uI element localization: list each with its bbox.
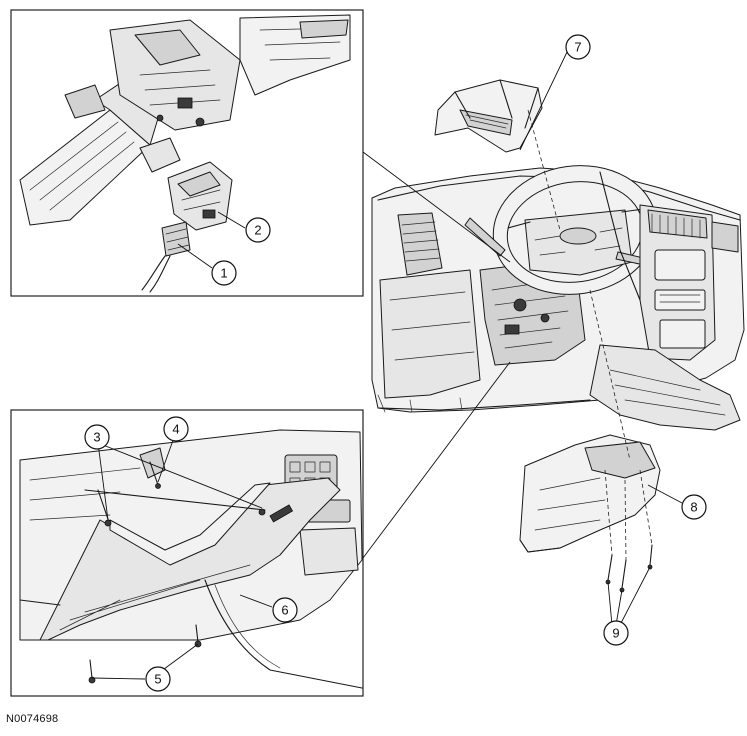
callout-3-label: 3 xyxy=(93,430,100,445)
instrument-panel-illustration xyxy=(371,165,745,431)
callout-4: 4 xyxy=(163,416,189,442)
callout-6: 6 xyxy=(272,597,298,623)
callout-3: 3 xyxy=(84,424,110,450)
callout-7-label: 7 xyxy=(574,40,581,55)
upper-steering-column-shroud xyxy=(434,79,543,153)
callout-1-label: 1 xyxy=(220,266,227,281)
callout-9: 9 xyxy=(603,620,629,646)
callout-5: 5 xyxy=(145,666,171,692)
callout-7: 7 xyxy=(565,34,591,60)
callout-6-label: 6 xyxy=(281,603,288,618)
callout-9-label: 9 xyxy=(612,626,619,641)
lower-steering-column-shroud xyxy=(519,434,661,553)
ignition-switch-detail-view xyxy=(10,9,364,297)
callout-2: 2 xyxy=(245,217,271,243)
figure-reference-code: N0074698 xyxy=(6,713,59,725)
callout-1: 1 xyxy=(211,260,237,286)
callout-4-label: 4 xyxy=(172,422,179,437)
callout-5-label: 5 xyxy=(154,672,161,687)
callout-8-label: 8 xyxy=(690,500,697,515)
knee-bolster-detail-view xyxy=(10,409,364,697)
detail-reference-lines xyxy=(362,151,511,559)
assembly-guide-lines xyxy=(527,109,653,561)
shroud-screws xyxy=(605,544,653,593)
callout-2-label: 2 xyxy=(254,223,261,238)
callout-8: 8 xyxy=(681,494,707,520)
